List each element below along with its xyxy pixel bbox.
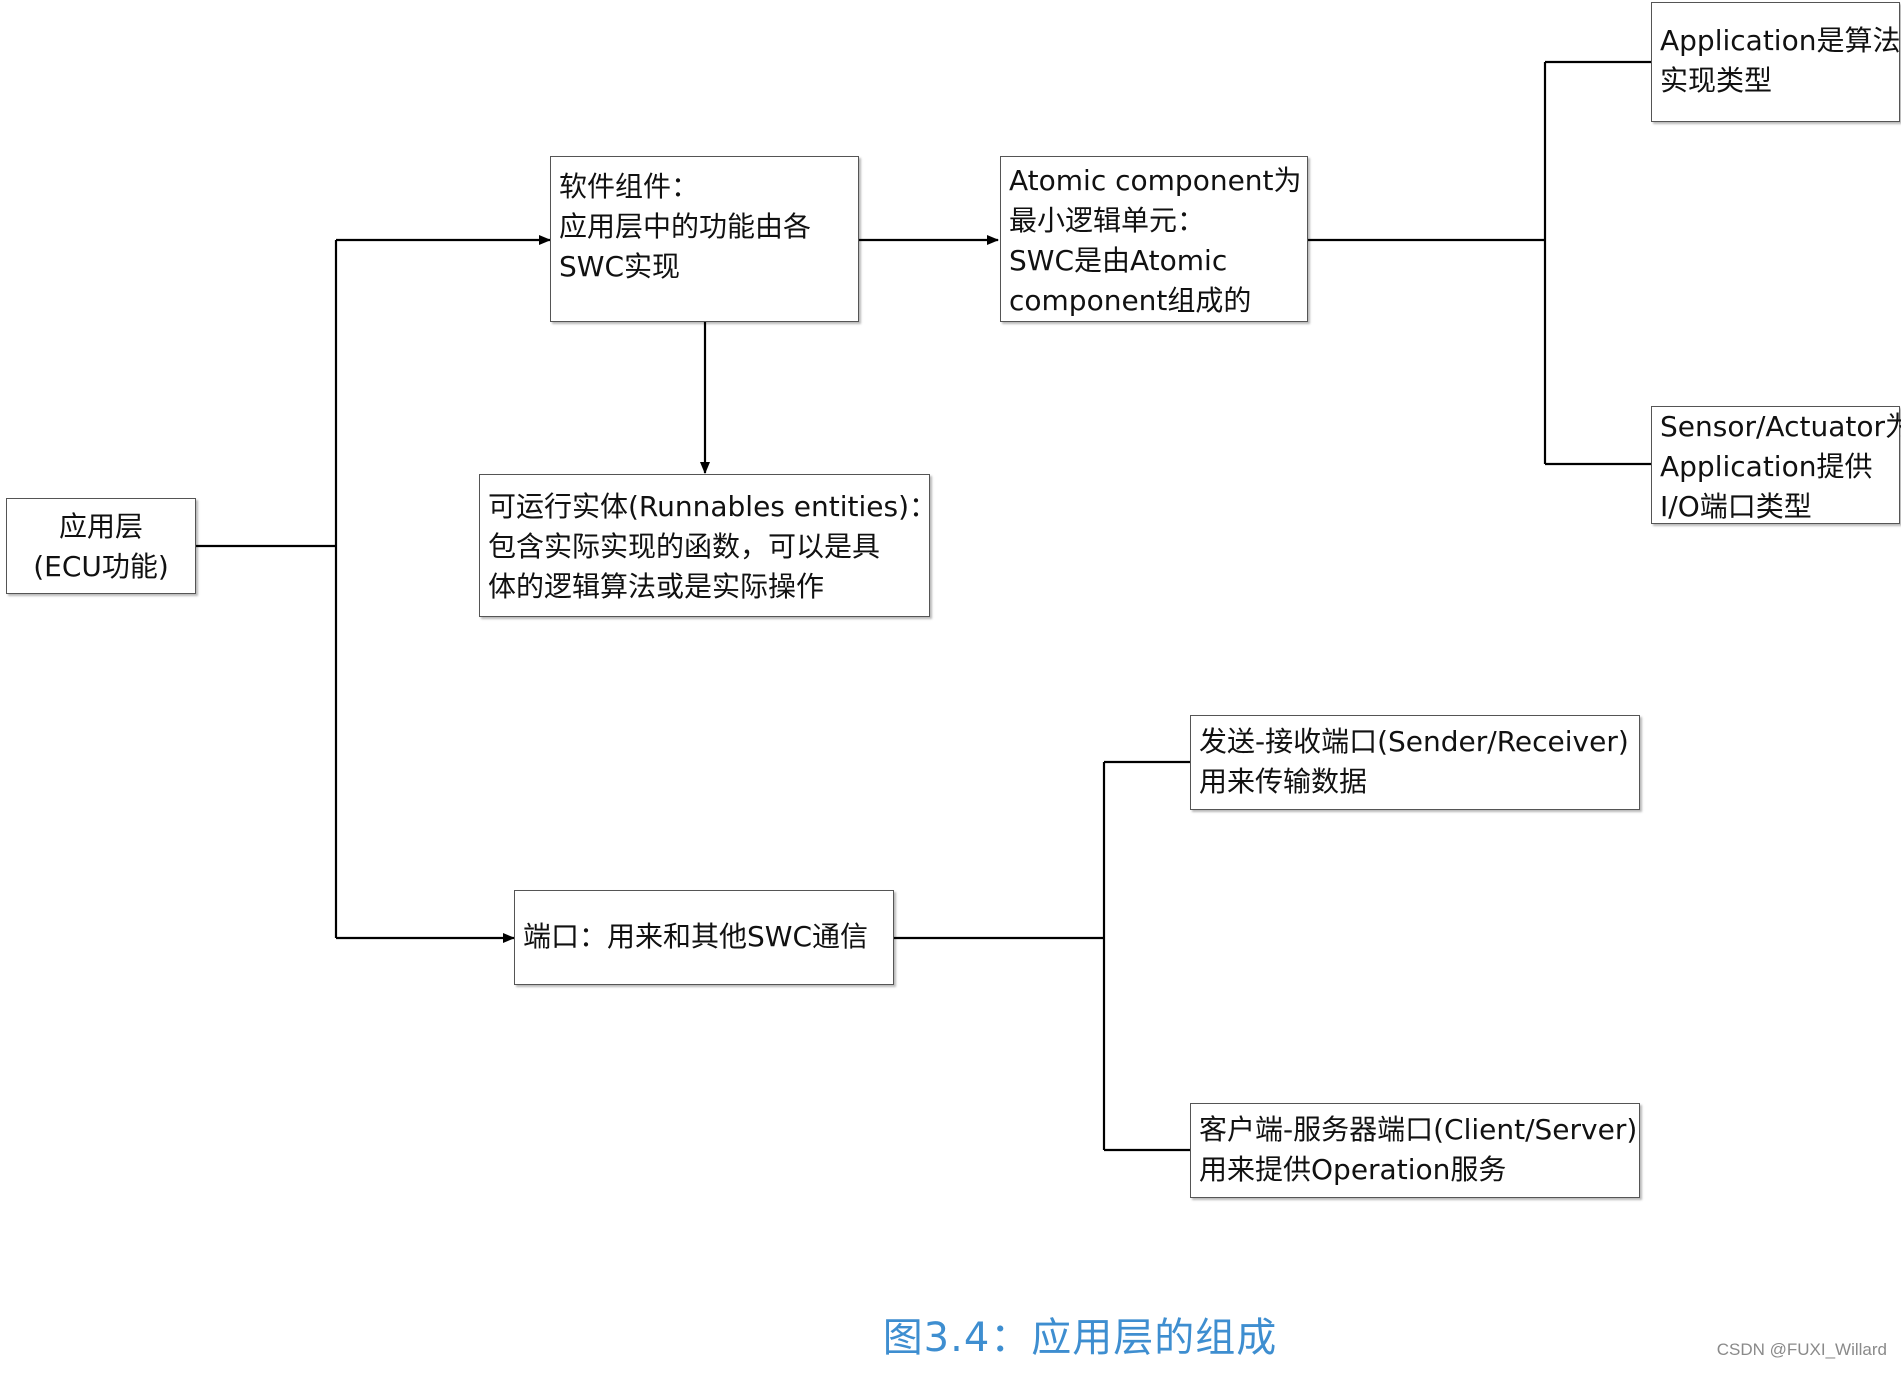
node-line: 客户端-服务器端口(Client/Server) <box>1199 1113 1638 1146</box>
node-line: Sensor/Actuator为 <box>1660 410 1901 443</box>
node-runnables: 可运行实体(Runnables entities)： 包含实际实现的函数，可以是… <box>479 474 938 617</box>
node-line: 端口：用来和其他SWC通信 <box>523 920 869 953</box>
node-port: 端口：用来和其他SWC通信 <box>514 890 894 985</box>
node-line: component组成的 <box>1009 284 1252 317</box>
node-line: 最小逻辑单元： <box>1009 204 1206 237</box>
node-sender-receiver: 发送-接收端口(Sender/Receiver) 用来传输数据 <box>1190 715 1640 810</box>
node-line: 发送-接收端口(Sender/Receiver) <box>1199 725 1629 758</box>
node-line: SWC是由Atomic <box>1009 244 1228 277</box>
node-line: Atomic component为 <box>1009 164 1302 197</box>
node-software-component: 软件组件： 应用层中的功能由各 SWC实现 <box>550 156 859 322</box>
node-line: 软件组件： <box>559 170 700 203</box>
watermark: CSDN @FUXI_Willard <box>1716 1340 1887 1359</box>
node-line: 体的逻辑算法或是实际操作 <box>488 570 825 603</box>
node-line: 应用层中的功能由各 <box>559 210 812 243</box>
node-line: 应用层 <box>58 510 143 543</box>
node-application-type: Application是算法 实现类型 <box>1651 2 1900 122</box>
node-sensor-actuator-type: Sensor/Actuator为 Application提供 I/O端口类型 <box>1651 406 1901 524</box>
node-line: Application是算法 <box>1660 24 1901 57</box>
node-line: (ECU功能) <box>33 550 169 583</box>
node-line: I/O端口类型 <box>1660 490 1812 523</box>
node-line: 用来提供Operation服务 <box>1199 1153 1507 1186</box>
node-app-layer: 应用层 (ECU功能) <box>6 498 196 594</box>
node-line: 实现类型 <box>1660 64 1773 97</box>
figure-caption: 图3.4：应用层的组成 <box>882 1315 1278 1361</box>
node-line: 包含实际实现的函数，可以是具 <box>488 530 881 563</box>
node-line: Application提供 <box>1660 450 1873 483</box>
node-line: 可运行实体(Runnables entities)： <box>488 490 938 523</box>
node-atomic-component: Atomic component为 最小逻辑单元： SWC是由Atomic co… <box>1000 156 1308 322</box>
node-line: 用来传输数据 <box>1199 765 1368 798</box>
node-line: SWC实现 <box>559 250 681 283</box>
node-client-server: 客户端-服务器端口(Client/Server) 用来提供Operation服务 <box>1190 1103 1640 1198</box>
